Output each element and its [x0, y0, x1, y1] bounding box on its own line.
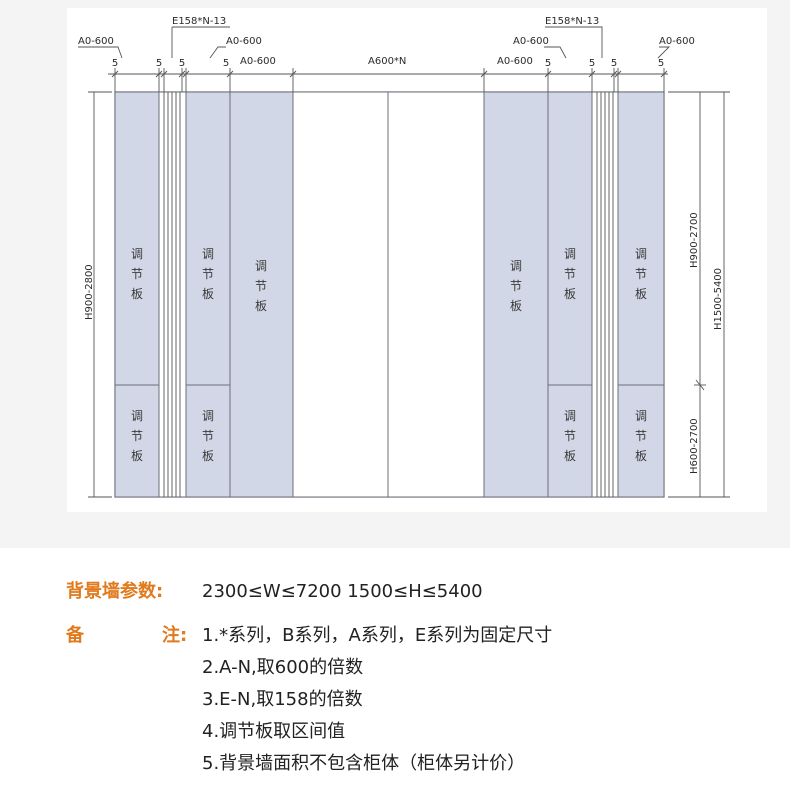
label-a0-600-right3: A0-600 [497, 56, 533, 67]
e-series-strips-right [591, 91, 619, 498]
gap-labels: 5 5 5 5 5 5 5 5 [112, 58, 664, 69]
label-right-total: H1500-5400 [713, 268, 724, 330]
adjust-panel-right-lower [617, 384, 665, 498]
gap-label-5: 5 [658, 58, 664, 69]
adjust-panel-left-upper [114, 91, 160, 386]
panel-label: 调节板 [510, 259, 522, 313]
label-left-height: H900-2800 [84, 264, 95, 320]
label-a600n: A600*N [368, 56, 406, 67]
label-a0-600-far-right: A0-600 [659, 36, 695, 47]
adjust-panel-left2-lower [185, 384, 231, 498]
note-item-2: 2.A-N,取600的倍数 [202, 657, 364, 678]
gap-label-5: 5 [112, 58, 118, 69]
top-dimension-ticks [111, 68, 668, 92]
e-series-strips-left [158, 91, 187, 498]
panel-label: 调节板 [202, 247, 214, 301]
label-a0-600-far-left: A0-600 [78, 36, 114, 47]
label-right-upper: H900-2700 [689, 212, 700, 268]
note-item-1: 1.*系列，B系列，A系列，E系列为固定尺寸 [202, 625, 553, 646]
gap-label-5: 5 [179, 58, 185, 69]
a600n-section-left [292, 91, 389, 498]
params-label: 背景墙参数: [66, 581, 164, 602]
panel-label: 调节板 [635, 409, 647, 463]
panel-label: 调节板 [564, 409, 576, 463]
label-a0-600-right2: A0-600 [513, 36, 549, 47]
a600n-section-right [387, 91, 485, 498]
panel-label: 调节板 [131, 247, 143, 301]
label-e158-right: E158*N-13 [545, 16, 599, 27]
panel-label: 调节板 [202, 409, 214, 463]
panel-label: 调节板 [635, 247, 647, 301]
params-value: 2300≤W≤7200 1500≤H≤5400 [202, 581, 483, 602]
adjust-panel-right2-upper [547, 91, 593, 386]
gap-label-5: 5 [156, 58, 162, 69]
gap-label-5: 5 [545, 58, 551, 69]
gap-label-5: 5 [611, 58, 617, 69]
adjust-panel-right-upper [617, 91, 665, 386]
a-panel-right [483, 91, 549, 498]
gap-label-5: 5 [223, 58, 229, 69]
label-a0-600-left2: A0-600 [226, 36, 262, 47]
adjust-panel-left2-upper [185, 91, 231, 386]
label-a0-600-left3: A0-600 [240, 56, 276, 67]
note-item-3: 3.E-N,取158的倍数 [202, 689, 363, 710]
a-panel-left [229, 91, 294, 498]
notes-label-2: 注: [162, 625, 188, 646]
label-e158-left: E158*N-13 [172, 16, 226, 27]
leader-lines [78, 26, 671, 59]
adjust-panel-left-lower [114, 384, 160, 498]
panel-label: 调节板 [255, 259, 267, 313]
gap-label-5: 5 [589, 58, 595, 69]
note-item-5: 5.背景墙面积不包含柜体（柜体另计价） [202, 753, 526, 774]
panel-label: 调节板 [131, 409, 143, 463]
adjust-panel-right2-lower [547, 384, 593, 498]
label-right-lower: H600-2700 [689, 418, 700, 474]
note-item-4: 4.调节板取区间值 [202, 721, 346, 742]
notes-label-1: 备 [66, 625, 84, 646]
panel-label: 调节板 [564, 247, 576, 301]
